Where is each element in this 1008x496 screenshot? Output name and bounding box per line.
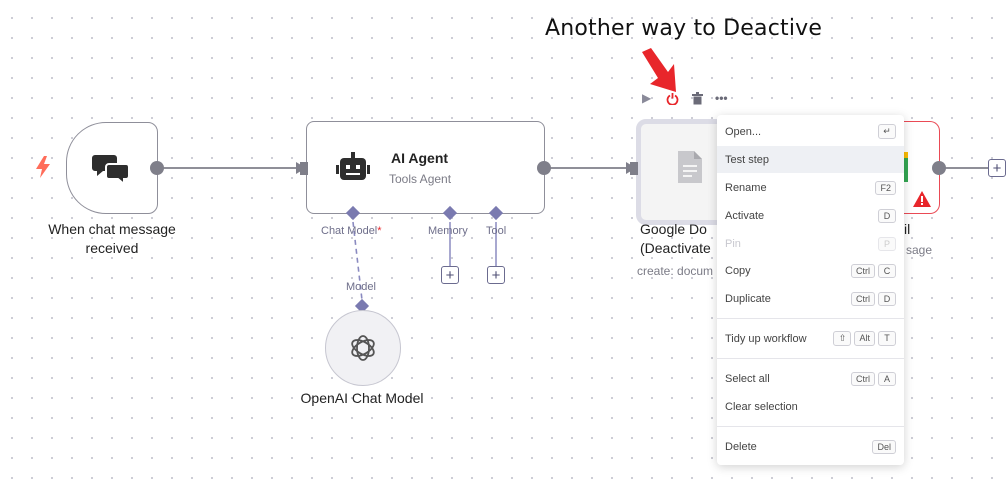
ai-agent-subtitle: Tools Agent [389, 172, 452, 186]
add-tool-button[interactable]: + [487, 266, 505, 284]
memory-port-label: Memory [428, 225, 468, 237]
gdocs-node-subtitle: create: docum [637, 264, 714, 278]
menu-separator [717, 426, 904, 427]
chat-trigger-node[interactable] [66, 122, 158, 214]
menu-item-test-step[interactable]: Test step [717, 146, 904, 173]
menu-item-clear-selection[interactable]: Clear selection [725, 400, 798, 413]
play-icon[interactable]: ▶ [642, 91, 652, 105]
chat-bubbles-icon [92, 155, 130, 186]
gmail-node-subtitle: sage [906, 243, 933, 257]
trigger-bolt-icon [36, 156, 50, 183]
menu-item-delete[interactable]: Delete Del [717, 433, 904, 460]
add-next-node-button[interactable]: + [988, 159, 1006, 177]
openai-logo-icon [351, 335, 375, 361]
gmail-output-handle[interactable] [932, 161, 946, 175]
openai-node-title: OpenAI Chat Model [300, 390, 424, 406]
warning-icon[interactable] [913, 191, 931, 207]
annotation-arrow-icon [642, 48, 676, 92]
menu-item-pin: Pin P [717, 230, 904, 257]
context-menu: Open... ↵ Test step Rename F2 Activate D… [717, 115, 904, 465]
power-icon[interactable] [666, 92, 679, 105]
annotation-text: Another way to Deactive [545, 16, 823, 41]
more-icon[interactable]: ••• [715, 91, 728, 105]
gdocs-input-handle[interactable] [630, 162, 638, 175]
menu-separator [717, 358, 904, 359]
menu-item-activate[interactable]: Activate D [717, 202, 904, 229]
gmail-logo-icon [902, 156, 908, 182]
ai-agent-title: AI Agent [391, 150, 449, 166]
menu-item-open[interactable]: Open... ↵ [717, 118, 904, 145]
trigger-output-handle[interactable] [150, 161, 164, 175]
tool-port-label: Tool [486, 225, 507, 237]
agent-output-handle[interactable] [537, 161, 551, 175]
gdocs-node-title: Google Do(Deactivate [640, 221, 711, 256]
robot-icon [336, 152, 370, 180]
menu-separator [717, 318, 904, 319]
document-icon [678, 151, 702, 183]
gmail-node-title: il [904, 221, 911, 237]
chat-model-port-label: Chat Model* [321, 225, 382, 237]
agent-input-handle[interactable] [300, 162, 308, 175]
model-link-label: Model [346, 281, 376, 293]
add-memory-button[interactable]: + [441, 266, 459, 284]
menu-item-rename[interactable]: Rename F2 [717, 174, 904, 201]
trash-icon[interactable] [692, 92, 703, 105]
openai-chat-model-node[interactable] [325, 310, 401, 386]
ai-agent-node[interactable]: AI Agent Tools Agent [306, 121, 545, 214]
